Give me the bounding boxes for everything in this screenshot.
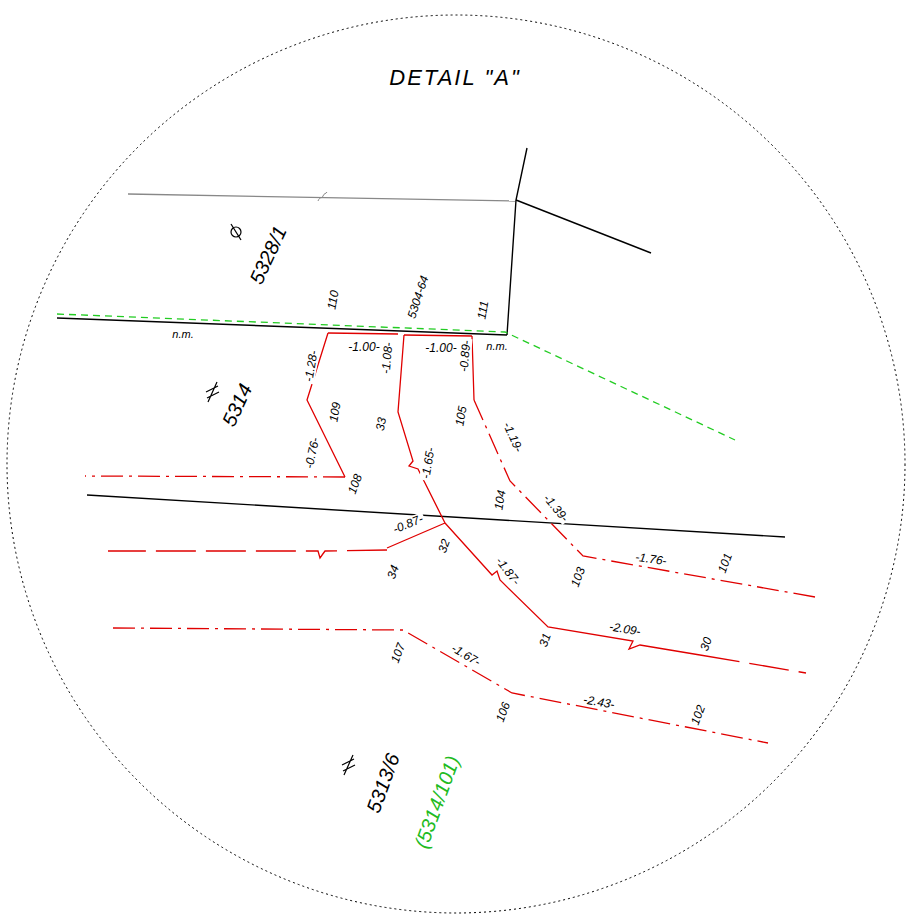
parcel-symbol [206, 382, 219, 402]
boundary-line [516, 200, 651, 253]
boundary-line [57, 318, 507, 335]
survey-annotation: 34 [384, 562, 401, 582]
red-line [398, 335, 445, 523]
red-dashdot-line [85, 476, 345, 477]
survey-annotation: -2.43- [581, 693, 618, 711]
boundary-line [507, 148, 527, 335]
red-line [445, 523, 700, 655]
detail-title: DETAIL "A" [389, 67, 520, 89]
survey-annotation: -1.76- [633, 551, 670, 568]
boundary-line [87, 495, 785, 537]
survey-annotation: 31 [536, 630, 553, 650]
survey-annotation: 104 [492, 487, 508, 513]
survey-annotation: -1.65- [419, 445, 437, 482]
survey-annotation: 108 [345, 471, 364, 498]
survey-annotation: 103 [568, 564, 587, 591]
survey-annotation: -1.19- [500, 418, 525, 455]
red-line [404, 335, 472, 336]
red-dashdot-line [474, 400, 815, 597]
survey-annotation: 102 [688, 702, 707, 729]
survey-annotation: -1.00- [346, 341, 381, 353]
red-dashdot-line [113, 628, 768, 743]
survey-annotation: 5304-64 [405, 272, 431, 321]
parcel-number: 5328/1 [245, 221, 291, 289]
parcel-number: (5314/101) [410, 751, 463, 853]
survey-annotation: 105 [453, 403, 469, 429]
survey-annotation: -0.87- [389, 512, 426, 536]
survey-annotation: 110 [325, 288, 341, 313]
survey-annotation: -1.00- [423, 342, 458, 354]
survey-annotation: -1.28- [302, 348, 320, 385]
parcel-number: 5313/6 [362, 749, 403, 817]
survey-annotation: 30 [697, 634, 714, 654]
survey-annotation: -1.08- [379, 340, 394, 376]
parcel-number: 5314 [218, 379, 257, 431]
survey-annotation: 32 [435, 536, 452, 556]
survey-annotation: 101 [715, 550, 734, 577]
red-line [328, 333, 398, 334]
detail-circle [7, 15, 905, 913]
survey-annotation: 111 [475, 298, 491, 322]
green-dashed-line [57, 314, 735, 440]
survey-annotation: 106 [493, 699, 512, 726]
survey-annotation: -1.39- [540, 491, 572, 526]
red-dashed-line [108, 550, 387, 558]
survey-annotation: -0.89- [457, 338, 472, 374]
survey-annotation: -2.09- [607, 620, 644, 638]
line-symbol [318, 192, 327, 201]
survey-annotation: n.m. [484, 341, 509, 352]
survey-annotation: -0.76- [302, 434, 321, 471]
survey-annotation: n.m. [170, 329, 195, 340]
parcel-symbol [342, 755, 355, 775]
red-line [472, 336, 474, 400]
red-dashed-line [700, 655, 806, 673]
survey-annotation: 109 [327, 399, 343, 425]
survey-annotation: -1.67- [448, 641, 485, 669]
survey-annotation: 33 [374, 414, 389, 433]
parcel-symbol [231, 224, 241, 240]
survey-annotation: 107 [388, 640, 407, 667]
